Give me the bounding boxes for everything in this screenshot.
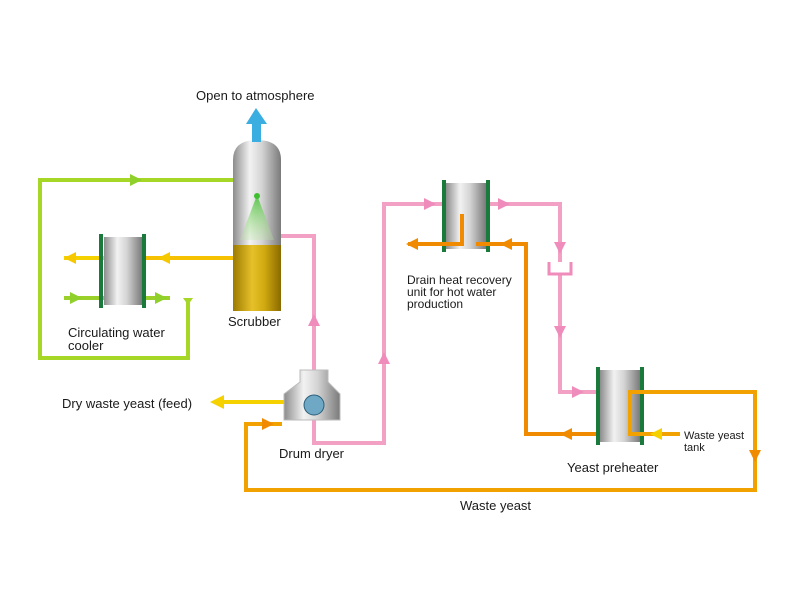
orange-flow-arrows xyxy=(406,238,572,440)
dry-yeast-output xyxy=(210,395,286,409)
drum-dryer-label: Drum dryer xyxy=(279,446,345,461)
scrubber xyxy=(233,140,281,311)
scrubber-label: Scrubber xyxy=(228,314,281,329)
waste-yeast-label: Waste yeast xyxy=(460,498,531,513)
drain-label-line1: Drain heat recovery xyxy=(407,273,512,287)
drum-dryer xyxy=(283,369,341,421)
cooler-label-line2: cooler xyxy=(68,338,104,353)
atmosphere-arrow-icon xyxy=(246,108,267,142)
atmosphere-label: Open to atmosphere xyxy=(196,88,315,103)
waste-yeast-lines xyxy=(244,390,757,492)
yellow-flow-arrows xyxy=(64,252,170,264)
green-flow-arrows xyxy=(70,174,193,305)
steam-trap-icon xyxy=(547,262,573,276)
yeast-preheater-label: Yeast preheater xyxy=(567,460,659,475)
cooler-label-line1: Circulating water xyxy=(68,325,165,340)
dry-yeast-label: Dry waste yeast (feed) xyxy=(62,396,192,411)
drain-heat-recovery-unit xyxy=(442,180,490,252)
yeast-tank-label-line2: tank xyxy=(684,442,705,454)
drain-label-line2: unit for hot water xyxy=(407,285,496,299)
yeast-preheater xyxy=(596,367,644,445)
cooler-hot-line xyxy=(64,256,235,280)
spray-nozzle-icon xyxy=(240,193,274,240)
pink-flow-arrows xyxy=(308,198,584,398)
drain-label-line3: production xyxy=(407,297,463,311)
circulating-water-cooler xyxy=(99,234,146,308)
waste-yeast-arrows xyxy=(262,418,761,462)
yeast-tank-label-line1: Waste yeast xyxy=(684,430,744,442)
